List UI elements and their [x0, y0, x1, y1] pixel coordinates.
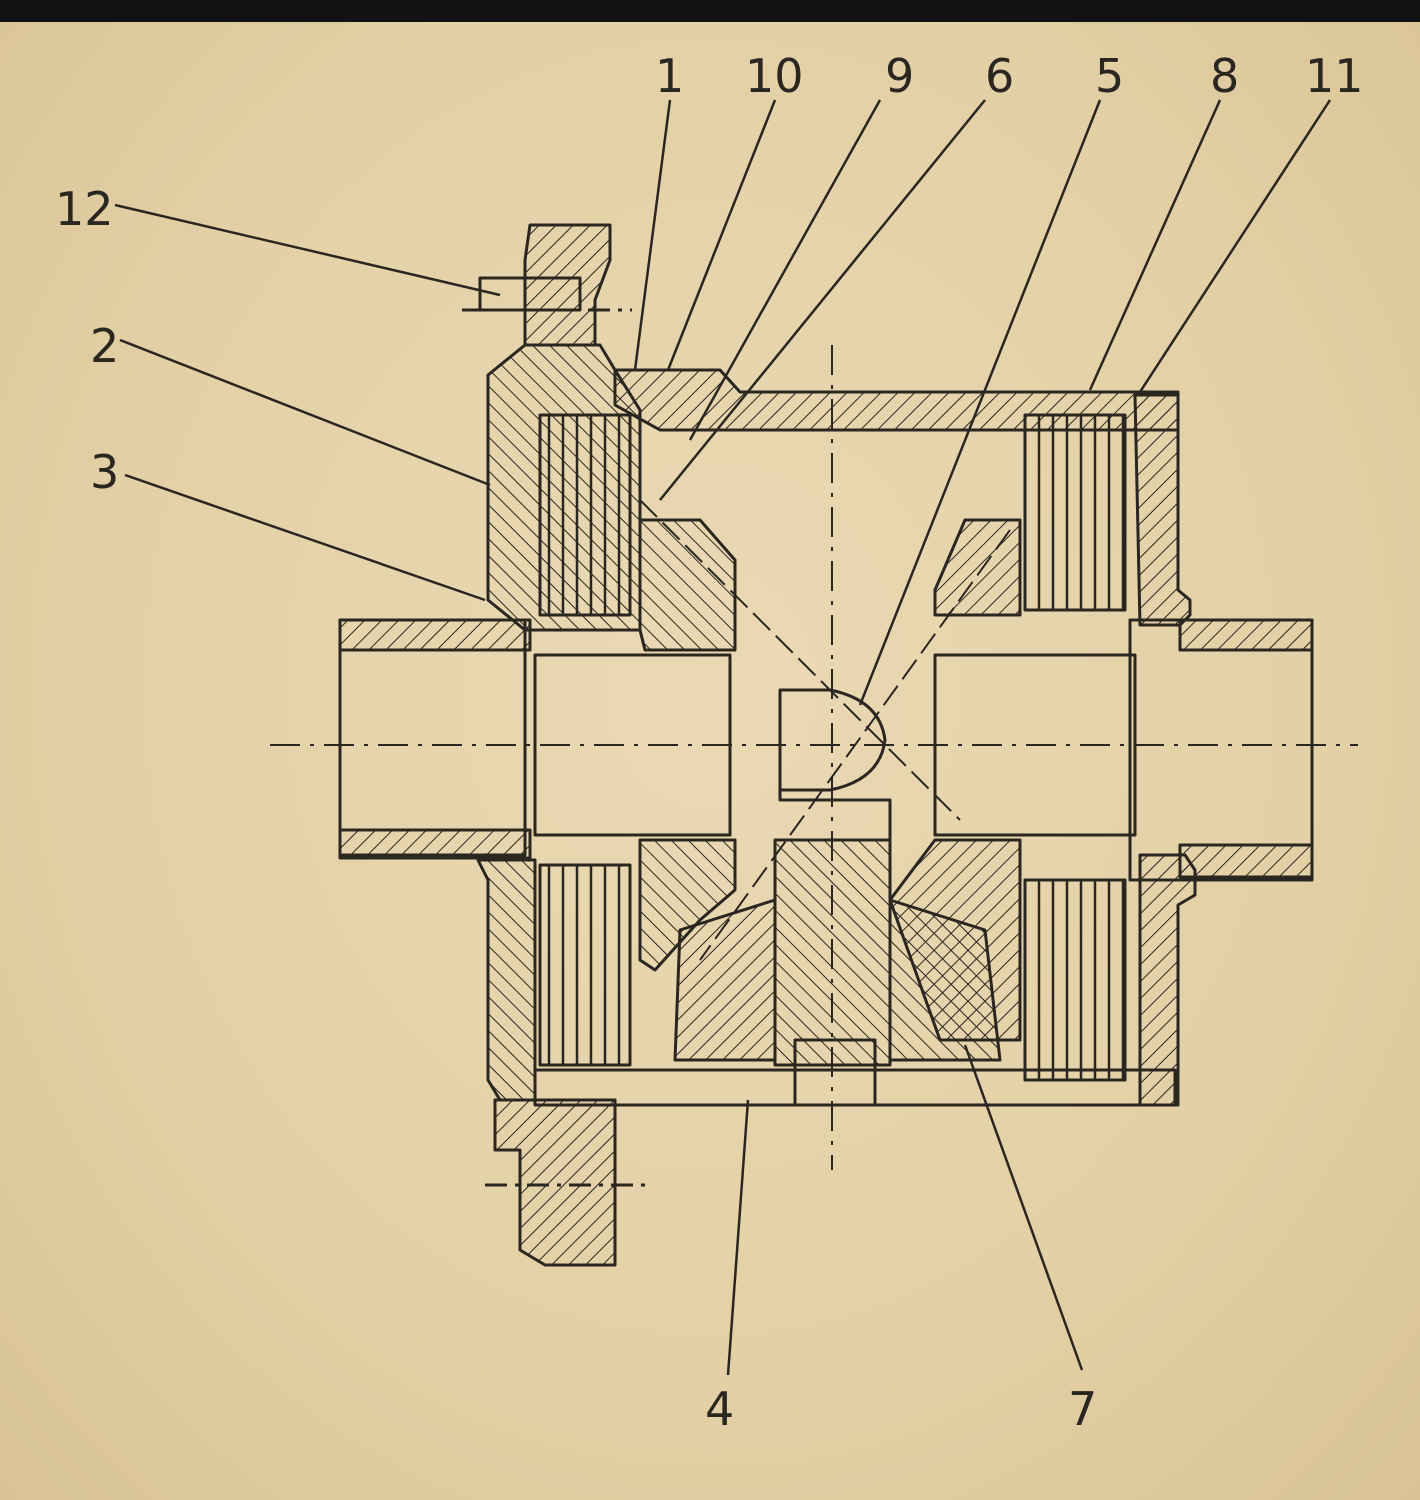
- leader-1: [633, 99, 672, 371]
- callout-7: 7: [1068, 1382, 1097, 1436]
- pinion-axis-2: [699, 529, 1011, 961]
- left-pinion: [673, 898, 777, 1062]
- top-flange: [523, 223, 612, 347]
- leader-5: [858, 99, 1102, 706]
- leader-6: [659, 99, 986, 501]
- left-lower-clutch-pack: [538, 863, 632, 1067]
- left-side-gear-upper: [638, 518, 737, 652]
- leader-9: [688, 99, 882, 441]
- callout-9: 9: [885, 49, 914, 103]
- right-side-gear-upper: [933, 518, 1022, 617]
- pinion-shaft-head: [778, 688, 887, 792]
- left-upper-clutch-pack: [538, 413, 632, 617]
- left-lower-housing: [476, 858, 537, 1102]
- leader-2: [119, 338, 491, 487]
- right-pinion: [888, 898, 1002, 1062]
- right-end-cover: [1133, 393, 1192, 627]
- scan-top-edge: [0, 0, 1420, 22]
- callout-10: 10: [745, 49, 804, 103]
- leader-7: [963, 1044, 1084, 1371]
- leader-10: [666, 99, 777, 371]
- left-shaft-top-wall: [338, 618, 532, 652]
- callout-6: 6: [985, 49, 1014, 103]
- callout-8: 8: [1210, 49, 1239, 103]
- callout-3: 3: [90, 445, 119, 499]
- left-side-gear-lower: [638, 838, 737, 972]
- right-lower-clutch-pack: [1023, 878, 1127, 1082]
- bottom-center-slot: [793, 1038, 877, 1107]
- pinion-shaft-stem: [778, 790, 892, 840]
- bottom-flange: [493, 1098, 617, 1267]
- leader-8: [1088, 99, 1222, 391]
- paper-background: [0, 22, 1420, 1500]
- callout-1: 1: [655, 49, 684, 103]
- leader-lines: [114, 99, 1332, 1376]
- callout-12: 12: [55, 182, 114, 236]
- callout-11: 11: [1305, 49, 1364, 103]
- right-shaft-bottom-wall: [1178, 843, 1314, 879]
- right-shaft-top-wall: [1178, 618, 1314, 652]
- callout-4: 4: [705, 1382, 734, 1436]
- right-shaft-tube: [1128, 618, 1314, 882]
- left-shaft-bottom-wall: [338, 828, 532, 860]
- leader-4: [726, 1099, 750, 1376]
- left-shaft-tube: [338, 618, 527, 857]
- callout-5: 5: [1095, 49, 1124, 103]
- bolt-head: [478, 276, 582, 312]
- pinion-axis-1: [639, 499, 961, 821]
- right-upper-clutch-pack: [1023, 413, 1127, 612]
- leader-3: [124, 473, 486, 602]
- right-end-cover-lower: [1138, 853, 1197, 1107]
- leader-11: [1138, 99, 1332, 393]
- callout-2: 2: [90, 319, 119, 373]
- leader-12: [114, 203, 501, 297]
